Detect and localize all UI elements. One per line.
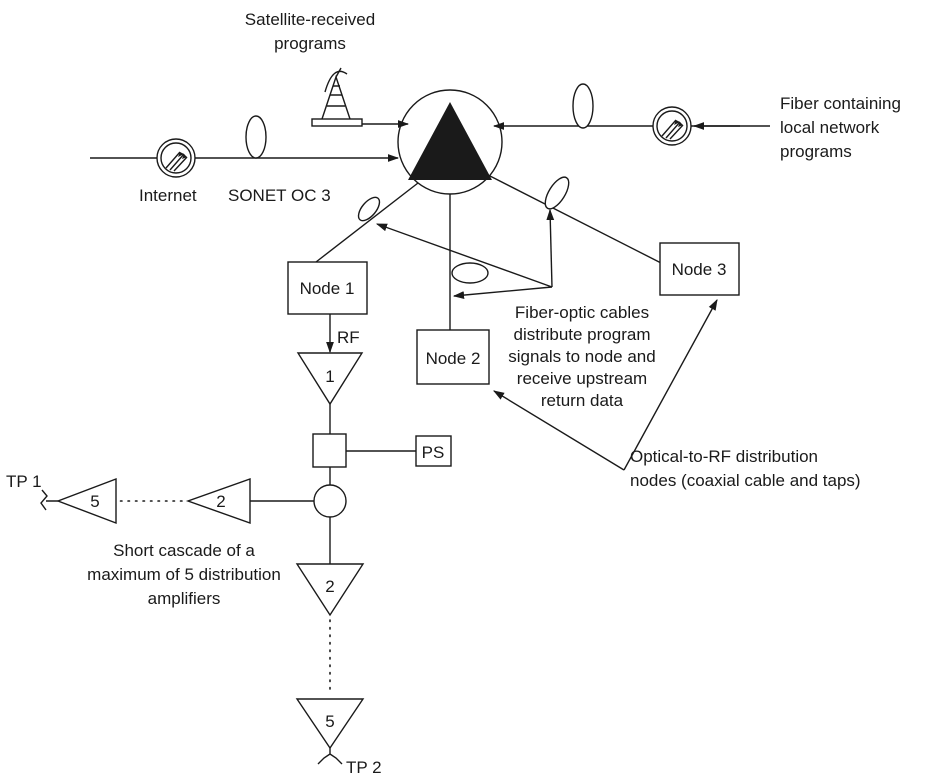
sonet-fiber-loop	[245, 115, 267, 159]
fiber-optic-label-line5: return data	[541, 391, 624, 410]
pointer-arrow-node1-fiber	[375, 223, 553, 288]
fiber-local-label-line1: Fiber containing	[780, 94, 901, 113]
amplifier-2-horizontal-label: 2	[216, 492, 225, 511]
power-supply-label: PS	[422, 443, 445, 462]
satellite-label-line1: Satellite-received	[245, 10, 375, 29]
pointer-arrow-node2	[493, 390, 625, 471]
fiber-optic-label-line3: signals to node and	[508, 347, 655, 366]
dish-base	[311, 118, 363, 127]
node-2-box: Node 2	[416, 329, 490, 385]
node-1-box: Node 1	[287, 261, 368, 315]
optical-rf-label-line1: Optical-to-RF distribution	[630, 447, 818, 466]
satellite-label-line2: programs	[274, 34, 346, 53]
node3-fiber-loop	[544, 176, 570, 210]
node2-fiber-loop	[451, 262, 489, 284]
fiber-optic-label-line2: distribute program	[513, 325, 650, 344]
cascade-label-line3: amplifiers	[148, 589, 221, 608]
amplifier-5-horizontal-label: 5	[90, 492, 99, 511]
tp1-tap-icon	[40, 489, 58, 511]
node-3-box: Node 3	[659, 242, 740, 296]
local-fiber-loop	[572, 83, 594, 129]
satellite-dish-icon	[311, 67, 363, 127]
pointer-arrow-node2-fiber	[452, 286, 553, 299]
headend-hub	[397, 89, 503, 195]
cascade-label-line2: maximum of 5 distribution	[87, 565, 281, 584]
fiber-local-label-line2: local network	[780, 118, 880, 137]
splitter-circle	[313, 484, 347, 518]
fiber-optic-label-line1: Fiber-optic cables	[515, 303, 649, 322]
fiber-line-node3	[489, 175, 666, 266]
amplifier-1: 1	[296, 352, 364, 406]
power-supply-box: PS	[415, 435, 452, 467]
amplifier-2-vertical-label: 2	[325, 577, 334, 596]
pointer-arrow-node3-fiber	[546, 208, 555, 288]
amplifier-5-vertical: 5	[295, 698, 365, 750]
node-1-label: Node 1	[300, 279, 355, 298]
fiber-optic-label-line4: receive upstream	[517, 369, 647, 388]
node-3-label: Node 3	[672, 260, 727, 279]
local-fiber-converter-icon	[652, 106, 692, 146]
internet-optical-converter-icon	[156, 138, 196, 178]
amplifier-5-vertical-label: 5	[325, 712, 334, 731]
tp1-label: TP 1	[6, 472, 42, 491]
node-2-label: Node 2	[426, 349, 481, 368]
amplifier-5-horizontal: 5	[56, 477, 117, 525]
rf-label: RF	[337, 328, 360, 347]
fiber-local-label-line3: programs	[780, 142, 852, 161]
amplifier-2-vertical: 2	[295, 563, 365, 617]
tp2-label: TP 2	[346, 758, 382, 777]
headend-triangle	[408, 102, 492, 180]
fiber-line-node1	[315, 182, 419, 263]
cascade-label-line1: Short cascade of a	[113, 541, 255, 560]
power-inserter-box	[312, 433, 347, 468]
amplifier-1-label: 1	[325, 367, 334, 386]
internet-label: Internet	[139, 186, 197, 205]
amplifier-2-horizontal: 2	[185, 478, 251, 524]
optical-rf-label-line2: nodes (coaxial cable and taps)	[630, 471, 861, 490]
sonet-label: SONET OC 3	[228, 186, 331, 205]
tp2-tap-icon	[317, 748, 343, 765]
pointer-arrow-node3	[623, 299, 718, 471]
node1-fiber-loop	[357, 196, 381, 222]
